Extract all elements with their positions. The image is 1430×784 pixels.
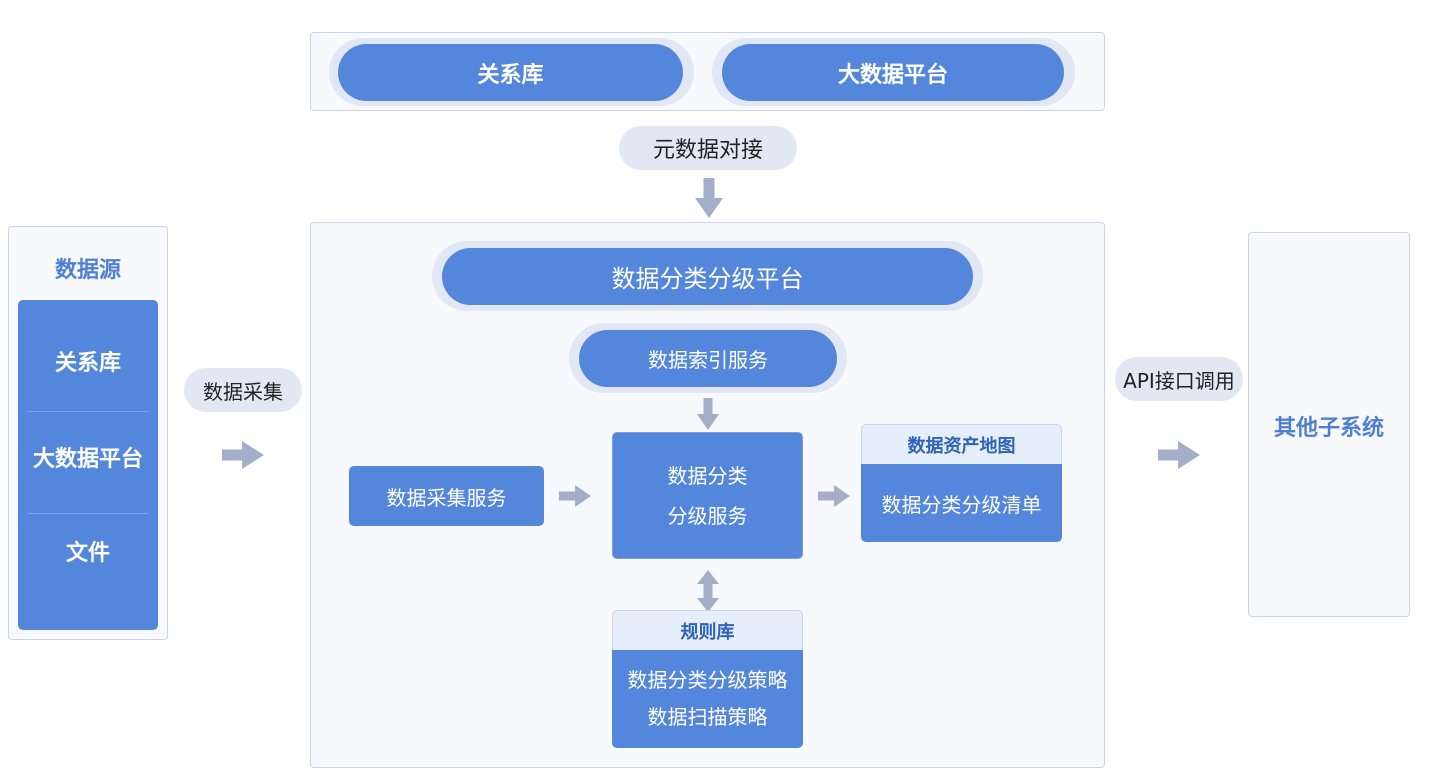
classify-service-line1: 数据分类: [667, 463, 748, 488]
asset-map-header: 数据资产地图: [861, 424, 1062, 466]
data-collect-service-box: 数据采集服务: [349, 466, 544, 526]
rule-strategy-classify: 数据分类分级策略: [627, 668, 788, 692]
arrow-right-icon: [222, 441, 264, 469]
metadata-connector-label: 元数据对接: [619, 126, 797, 170]
other-subsystems-label: 其他子系统: [1273, 416, 1384, 441]
platform-title: 数据分类分级平台: [442, 248, 973, 305]
classify-service-line2: 分级服务: [667, 503, 748, 528]
data-source-list: 关系库 大数据平台 文件: [18, 300, 158, 630]
rules-library-header: 规则库: [612, 610, 803, 652]
top-pill-bigdata: 大数据平台: [722, 44, 1064, 101]
top-pill-relational: 关系库: [338, 44, 683, 101]
rule-strategy-scan: 数据扫描策略: [647, 705, 768, 729]
data-source-item: 文件: [65, 541, 110, 566]
data-source-title: 数据源: [54, 258, 121, 283]
other-subsystems-panel: [1248, 232, 1410, 617]
index-service-pill: 数据索引服务: [579, 330, 837, 387]
api-call-label: API接口调用: [1115, 357, 1243, 401]
data-source-item: 大数据平台: [28, 412, 148, 514]
data-collect-label: 数据采集: [184, 368, 302, 412]
data-source-item: 关系库: [28, 300, 148, 412]
arrow-right-icon: [559, 485, 591, 507]
classify-grade-service-box: 数据分类 分级服务: [612, 432, 803, 559]
arrow-down-icon: [697, 398, 719, 430]
arrow-right-icon: [1158, 441, 1200, 469]
asset-map-content: 数据分类分级清单: [861, 464, 1062, 542]
arrow-right-icon: [818, 485, 850, 507]
rules-library-content: 数据分类分级策略 数据扫描策略: [612, 650, 803, 748]
arrow-bidirectional-icon: [697, 570, 719, 612]
arrow-down-icon: [695, 178, 723, 218]
